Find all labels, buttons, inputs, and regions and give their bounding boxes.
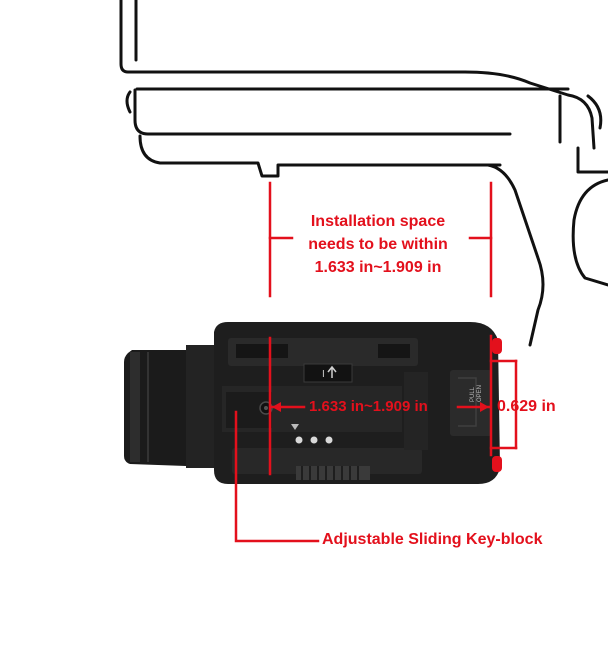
- install-space-line-1: Installation space: [310, 213, 446, 230]
- keyblock-label: Adjustable Sliding Key-block: [322, 531, 543, 548]
- range-label: 1.633 in~1.909 in: [309, 398, 428, 415]
- install-space-line-3: 1.633 in~1.909 in: [314, 259, 442, 276]
- indicator-dot: [295, 436, 303, 444]
- indicator-dot: [310, 436, 318, 444]
- weapon-light: I: [124, 322, 502, 484]
- pistol-grip: [571, 178, 608, 287]
- pistol-frame: [133, 88, 512, 136]
- rear-marker-bottom: [492, 456, 502, 472]
- install-space-label: Installation space needs to be within 1.…: [286, 210, 470, 279]
- height-label: 0.629 in: [497, 398, 556, 415]
- keyblock-leader: [234, 410, 320, 543]
- switch-marking: PULL OPEN: [470, 384, 483, 402]
- pistol-trigger-guard: [486, 163, 545, 347]
- install-space-line-2: needs to be within: [308, 236, 448, 253]
- rear-marker-top: [492, 338, 502, 354]
- svg-text:I: I: [322, 369, 325, 380]
- pistol-slide: [119, 0, 596, 150]
- indicator-dot: [325, 436, 333, 444]
- annotation-lines: [234, 181, 518, 543]
- pistol-outline: [119, 0, 608, 347]
